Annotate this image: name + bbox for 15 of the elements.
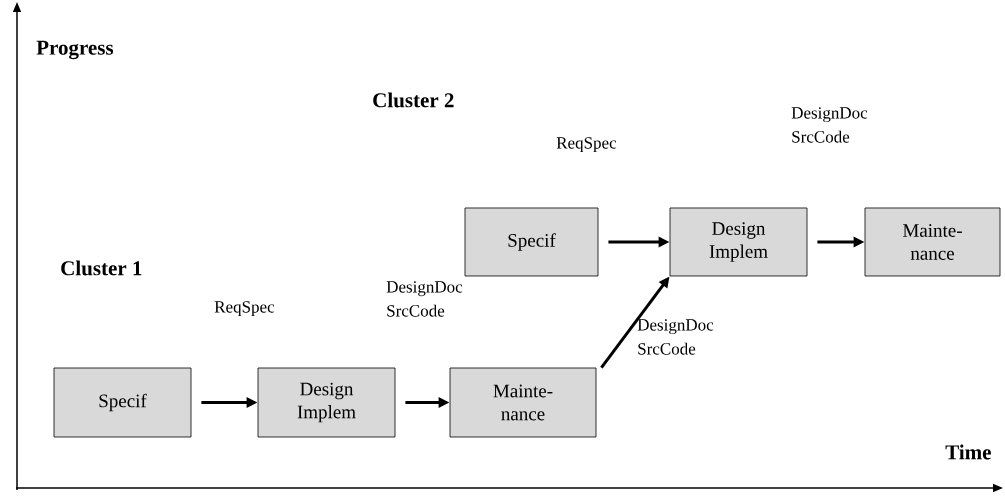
- heading-label: Cluster 1: [61, 260, 142, 276]
- artifact-label: DesignDoc SrcCode: [386, 281, 463, 317]
- process-box: Specif: [53, 367, 192, 438]
- process-box: Specif: [464, 207, 599, 277]
- process-box: Mainte- nance: [449, 367, 597, 438]
- artifact-label: ReqSpec: [556, 137, 617, 153]
- process-box: Design Implem: [669, 207, 808, 277]
- heading-label: Time: [945, 444, 991, 460]
- edge-label: DesignDoc SrcCode: [637, 319, 714, 355]
- artifact-label: ReqSpec: [214, 301, 275, 317]
- heading-label: Cluster 2: [373, 92, 454, 108]
- process-box: Mainte- nance: [864, 207, 1001, 277]
- heading-label: Progress: [36, 40, 114, 60]
- process-box: Design Implem: [257, 367, 396, 438]
- artifact-label: DesignDoc SrcCode: [791, 107, 868, 143]
